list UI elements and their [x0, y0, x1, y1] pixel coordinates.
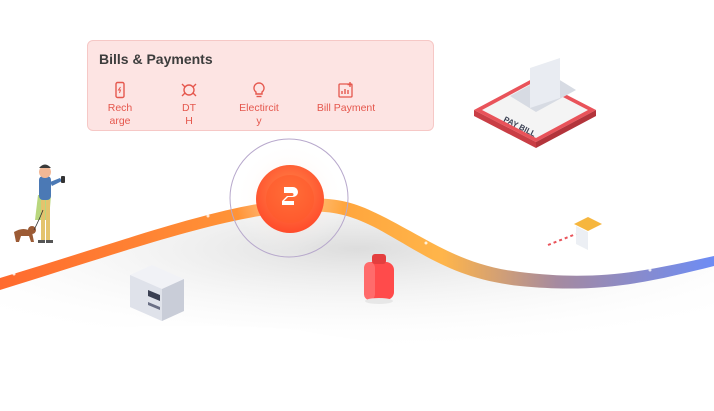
bill-payment-chart-icon: [338, 82, 353, 98]
service-bill-payment[interactable]: Bill Payment: [316, 81, 376, 115]
card-title: Bills & Payments: [99, 51, 213, 67]
service-recharge[interactable]: Recharge: [90, 81, 150, 128]
service-bill-payment-label: Bill Payment: [316, 102, 376, 114]
logo-ring: [229, 138, 349, 258]
bills-payments-card: Bills & Payments Recharge DTH Electircit…: [87, 40, 434, 131]
toll-booth-illustration: [547, 217, 602, 250]
person-with-dog-illustration: [14, 164, 65, 243]
gas-cylinder-illustration: [364, 254, 394, 304]
electricity-meter-illustration: [130, 265, 184, 321]
bulb-icon: [253, 82, 265, 98]
ground-shadow: [0, 204, 714, 353]
pay-bill-terminal-illustration: PAY BILL: [474, 58, 596, 148]
mobile-recharge-icon: [115, 81, 125, 99]
service-dth-label: DTH: [182, 102, 196, 127]
journey-path: [0, 198, 714, 290]
service-electricity[interactable]: Electircity: [229, 81, 289, 128]
service-electricity-label: Electircity: [239, 102, 279, 127]
service-recharge-label: Recharge: [107, 102, 133, 127]
service-dth[interactable]: DTH: [159, 81, 219, 128]
logo-mark-icon: [282, 187, 298, 205]
dth-dish-icon: [181, 83, 197, 97]
